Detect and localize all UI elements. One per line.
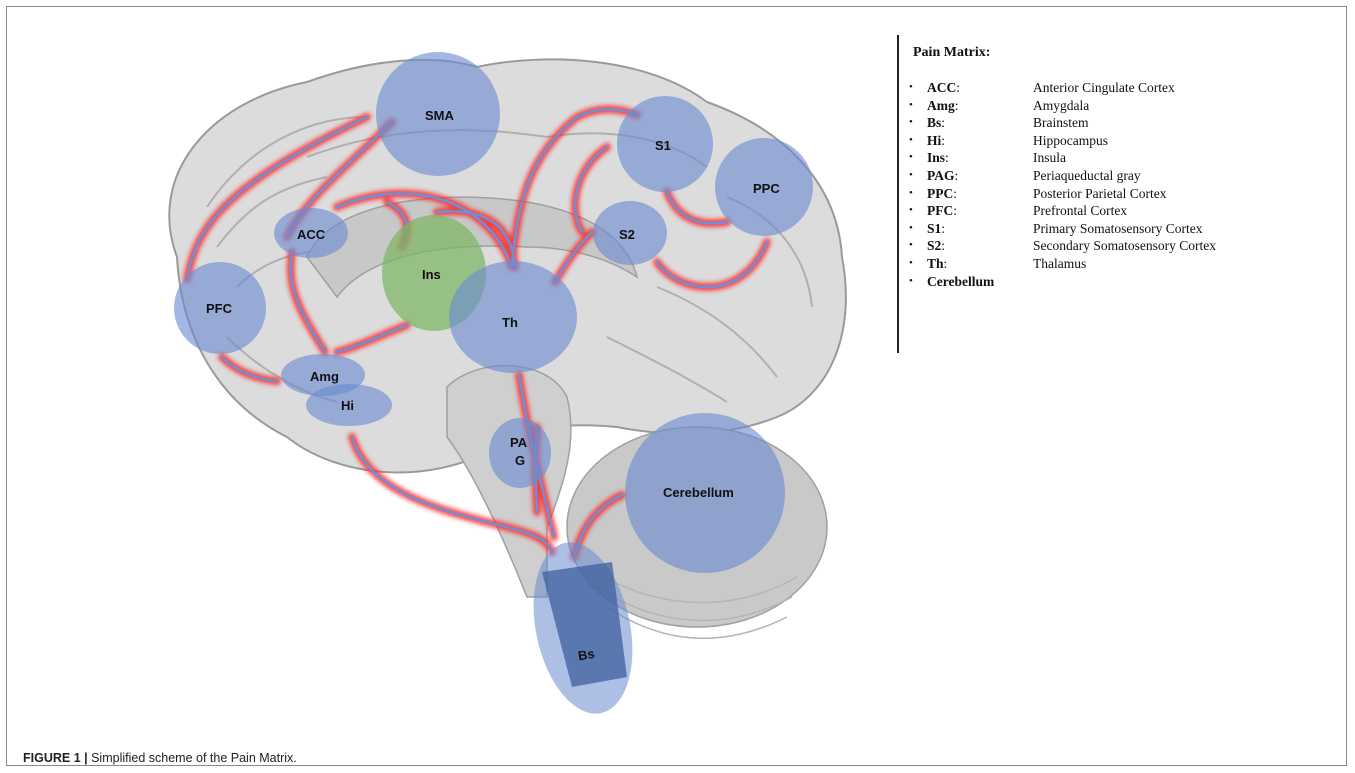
acc-label: ACC [297, 227, 326, 242]
pag-label-line1: PA [510, 435, 528, 450]
legend-item: PAG:Periaqueductal gray [909, 167, 1277, 185]
pfc-region [174, 262, 266, 354]
cerebellum-label: Cerebellum [663, 485, 734, 500]
s2-region [593, 201, 667, 265]
legend-item: Bs:Brainstem [909, 114, 1277, 132]
legend-item: S2:Secondary Somatosensory Cortex [909, 237, 1277, 255]
legend-item: ACC:Anterior Cingulate Cortex [909, 79, 1277, 97]
cerebellum-region [625, 413, 785, 573]
sma-label: SMA [425, 108, 455, 123]
legend-item: Cerebellum [909, 273, 1277, 291]
figure-caption: FIGURE 1 | Simplified scheme of the Pain… [23, 751, 297, 765]
ppc-label: PPC [753, 181, 780, 196]
legend-item: Hi:Hippocampus [909, 132, 1277, 150]
ppc-region [715, 138, 813, 236]
hi-label: Hi [341, 398, 354, 413]
pain-matrix-diagram: SMA S1 PPC S2 ACC Ins Th PFC Amg Hi PA G… [168, 52, 847, 714]
amg-label: Amg [310, 369, 339, 384]
legend-title: Pain Matrix: [913, 45, 991, 60]
legend-item: Ins:Insula [909, 149, 1277, 167]
legend-item: Amg:Amygdala [909, 97, 1277, 115]
s1-region [617, 96, 713, 192]
legend-item: PFC:Prefrontal Cortex [909, 202, 1277, 220]
bs-label: Bs [577, 646, 596, 664]
region-labels: SMA S1 PPC S2 ACC Ins Th PFC Amg Hi PA G… [206, 108, 780, 663]
ins-label: Ins [422, 267, 441, 282]
th-region [449, 261, 577, 373]
caption-label: FIGURE 1 | [23, 751, 88, 765]
legend-item: S1:Primary Somatosensory Cortex [909, 220, 1277, 238]
bs-dark-block [542, 562, 627, 687]
caption-text: Simplified scheme of the Pain Matrix. [87, 751, 297, 765]
legend: Pain Matrix: ACC:Anterior Cingulate Cort… [897, 35, 1277, 353]
regions [174, 52, 813, 714]
pfc-label: PFC [206, 301, 233, 316]
legend-item: PPC:Posterior Parietal Cortex [909, 185, 1277, 203]
pag-region [489, 418, 551, 488]
s1-label: S1 [655, 138, 671, 153]
hi-region [306, 384, 392, 426]
sma-region [376, 52, 500, 176]
figure-frame: SMA S1 PPC S2 ACC Ins Th PFC Amg Hi PA G… [6, 6, 1347, 766]
legend-item: Th:Thalamus [909, 255, 1277, 273]
legend-list: ACC:Anterior Cingulate Cortex Amg:Amygda… [909, 79, 1277, 291]
acc-region [274, 208, 348, 258]
th-label: Th [502, 315, 518, 330]
s2-label: S2 [619, 227, 635, 242]
pag-label-line2: G [515, 453, 525, 468]
